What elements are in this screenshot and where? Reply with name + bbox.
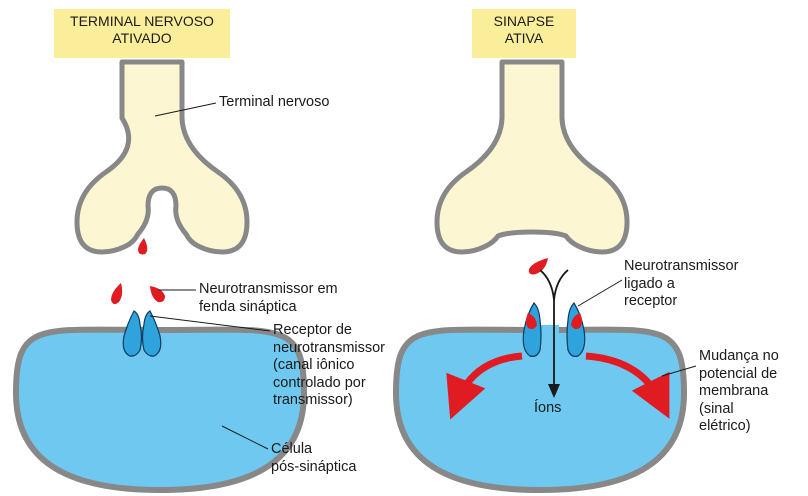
label-receptor-line-4: controlado por bbox=[273, 375, 385, 393]
label-ions: Íons bbox=[534, 400, 561, 418]
label-receptor-line-5: transmissor) bbox=[273, 392, 385, 410]
receptor-right-subunit-b bbox=[567, 303, 585, 356]
label-neurotransmitter-line-2: fenda sináptica bbox=[199, 299, 338, 317]
title-right: SINAPSE ATIVA bbox=[472, 9, 576, 58]
receptor-left-subunit-a bbox=[123, 311, 141, 356]
receptor-right-subunit-a bbox=[523, 303, 541, 356]
neurotransmitter-drop-left-2 bbox=[111, 283, 122, 304]
label-postsynaptic: Célula pós-sináptica bbox=[271, 441, 356, 476]
label-receptor-line-1: Receptor de bbox=[273, 322, 385, 340]
postsynaptic-cell-left bbox=[16, 330, 304, 490]
label-potential-line-4: (sinal bbox=[699, 401, 779, 419]
label-postsynaptic-line-1: Célula bbox=[271, 441, 356, 459]
label-neurotransmitter-line-1: Neurotransmissor em bbox=[199, 281, 338, 299]
title-right-line-2: ATIVA bbox=[472, 30, 576, 47]
neurotransmitter-drop-left-1 bbox=[138, 238, 147, 254]
title-left-line-2: ATIVADO bbox=[54, 30, 230, 47]
label-potential-line-5: elétrico) bbox=[699, 418, 779, 436]
label-potential-line-1: Mudança no bbox=[699, 348, 779, 366]
neurotransmitter-drop-left-3 bbox=[150, 286, 165, 302]
neurotransmitter-drop-right-free bbox=[529, 258, 548, 274]
receptor-left-subunit-b bbox=[143, 311, 161, 356]
label-bound-line-3: receptor bbox=[624, 293, 738, 311]
label-bound-line-2: ligado a bbox=[624, 276, 738, 294]
label-bound-line-1: Neurotransmissor bbox=[624, 258, 738, 276]
title-left: TERMINAL NERVOSO ATIVADO bbox=[54, 9, 230, 58]
label-neurotransmitter: Neurotransmissor em fenda sináptica bbox=[199, 281, 338, 316]
label-receptor-line-2: neurotransmissor bbox=[273, 340, 385, 358]
label-bound-neurotransmitter: Neurotransmissor ligado a receptor bbox=[624, 258, 738, 311]
leader-bound bbox=[578, 280, 622, 306]
label-receptor-line-3: (canal iônico bbox=[273, 357, 385, 375]
label-potential-line-3: membrana bbox=[699, 383, 779, 401]
title-left-line-1: TERMINAL NERVOSO bbox=[54, 13, 230, 30]
nerve-terminal-left bbox=[77, 62, 247, 252]
label-postsynaptic-line-2: pós-sináptica bbox=[271, 459, 356, 477]
label-terminal: Terminal nervoso bbox=[219, 94, 329, 112]
label-receptor: Receptor de neurotransmissor (canal iôni… bbox=[273, 322, 385, 410]
ion-flow-arrow-branch bbox=[554, 270, 568, 300]
label-potential-change: Mudança no potencial de membrana (sinal … bbox=[699, 348, 779, 436]
label-potential-line-2: potencial de bbox=[699, 366, 779, 384]
nerve-terminal-right bbox=[437, 62, 627, 252]
title-right-line-1: SINAPSE bbox=[472, 13, 576, 30]
